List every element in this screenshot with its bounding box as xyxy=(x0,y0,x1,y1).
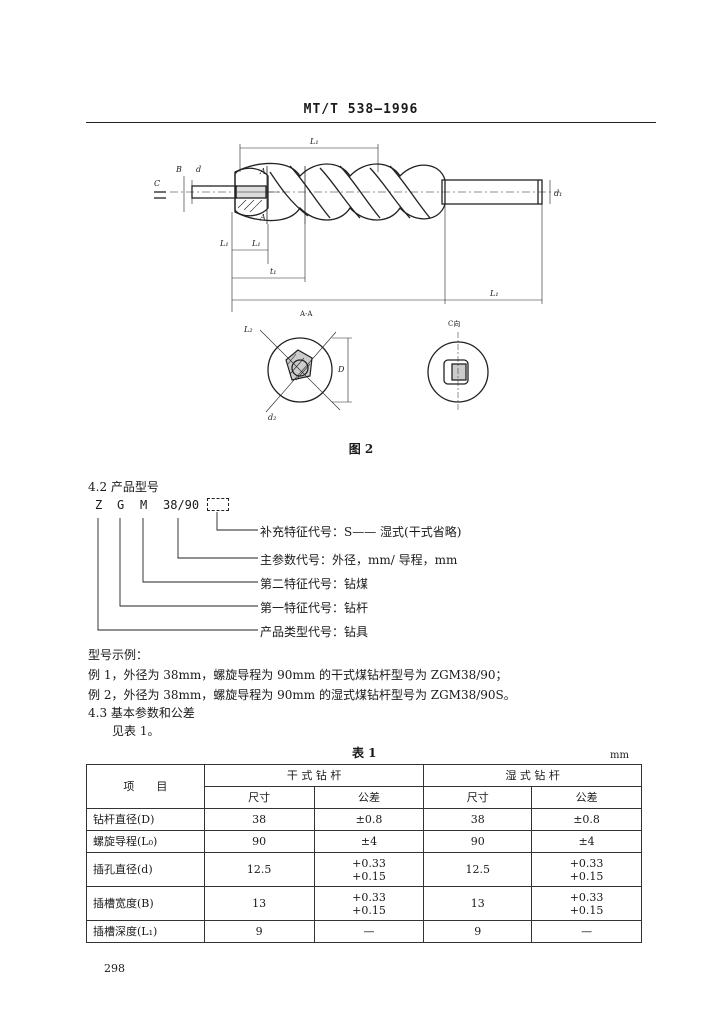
header-dry: 干 式 钻 杆 xyxy=(203,764,425,787)
section-aa-circle xyxy=(267,337,333,403)
row-item: 钻杆直径(D) xyxy=(86,808,205,831)
row-wet-tol: — xyxy=(531,920,642,943)
tol-upper: +0.33 xyxy=(569,856,604,870)
row-wet-size: 13 xyxy=(423,886,533,921)
tol-lower: +0.15 xyxy=(352,869,386,883)
example-1: 例 1，外径为 38mm，螺旋导程为 90mm 的干式煤钻杆型号为 ZGM38/… xyxy=(88,668,508,682)
header-wet: 湿 式 钻 杆 xyxy=(423,764,642,787)
table-row: 插孔直径(d) 12.5 +0.33+0.15 12.5 +0.33+0.15 xyxy=(86,852,642,887)
table-row: 插槽宽度(B) 13 +0.33+0.15 13 +0.33+0.15 xyxy=(86,886,642,921)
table-row: 螺旋导程(L₀) 90 ±4 90 ±4 xyxy=(86,830,642,853)
header-dry-size: 尺寸 xyxy=(203,786,315,809)
drill-rod-drawing: A A C B d L₁ L₁ L₁ t₁ L₁ d₁ A-A C向 D L₂ … xyxy=(154,137,562,422)
svg-text:C向: C向 xyxy=(448,319,460,328)
examples-title: 型号示例： xyxy=(88,648,149,662)
legend-main-param: 主参数代号：外径，mm/ 导程，mm xyxy=(260,553,458,567)
svg-text:B: B xyxy=(175,165,182,174)
parameter-table: 项 目 干 式 钻 杆 湿 式 钻 杆 尺寸 公差 尺寸 公差 钻杆直径(D) … xyxy=(86,764,642,943)
row-dry-tol: +0.33+0.15 xyxy=(313,886,425,921)
header-item: 项 目 xyxy=(86,764,205,809)
standard-number: MT/T 538—1996 xyxy=(303,102,419,117)
shank xyxy=(441,179,543,205)
tol-lower: +0.15 xyxy=(569,869,604,883)
svg-text:L₁: L₁ xyxy=(219,239,229,248)
header-rule xyxy=(86,122,656,123)
header-dry-tol: 公差 xyxy=(313,786,425,809)
svg-text:d: d xyxy=(196,165,201,174)
legend-second-feature: 第二特征代号：钻煤 xyxy=(260,577,369,591)
see-table-note: 见表 1。 xyxy=(112,724,160,738)
legend-product-type: 产品类型代号：钻具 xyxy=(260,625,369,639)
table-unit: mm xyxy=(610,750,629,761)
tol-lower: +0.15 xyxy=(569,903,604,917)
row-item: 插孔直径(d) xyxy=(86,852,205,887)
svg-text:d₁: d₁ xyxy=(554,189,562,198)
table-row: 钻杆直径(D) 38 ±0.8 38 ±0.8 xyxy=(86,808,642,831)
code-letter-g: G xyxy=(117,498,125,512)
row-wet-tol: ±4 xyxy=(531,830,642,853)
tol-upper: +0.33 xyxy=(352,856,386,870)
tol-upper: +0.33 xyxy=(569,890,604,904)
section-4-2-title: 4.2 产品型号 xyxy=(88,480,159,494)
svg-text:d₂: d₂ xyxy=(268,413,276,422)
svg-text:A: A xyxy=(259,213,266,222)
figure-caption: 图 2 xyxy=(348,442,374,456)
row-wet-tol: ±0.8 xyxy=(531,808,642,831)
row-wet-size: 90 xyxy=(423,830,533,853)
row-dry-size: 13 xyxy=(203,886,315,921)
row-item: 插槽宽度(B) xyxy=(86,886,205,921)
svg-text:C: C xyxy=(154,179,160,188)
svg-text:L₁: L₁ xyxy=(489,289,499,298)
row-wet-tol: +0.33+0.15 xyxy=(531,886,642,921)
row-dry-size: 38 xyxy=(203,808,315,831)
header-wet-size: 尺寸 xyxy=(423,786,533,809)
svg-text:A: A xyxy=(259,167,266,176)
legend-supplement: 补充特征代号：S—— 湿式(干式省略) xyxy=(260,525,462,539)
tol-lower: +0.15 xyxy=(352,903,386,917)
row-dry-tol: +0.33+0.15 xyxy=(313,852,425,887)
row-wet-size: 9 xyxy=(423,920,533,943)
svg-text:L₁: L₁ xyxy=(309,137,319,146)
tol-upper: +0.33 xyxy=(352,890,386,904)
svg-text:D: D xyxy=(337,365,345,374)
row-item: 螺旋导程(L₀) xyxy=(86,830,205,853)
svg-text:A-A: A-A xyxy=(299,310,313,318)
row-item: 插槽深度(L₁) xyxy=(86,920,205,943)
row-dry-size: 12.5 xyxy=(203,852,315,887)
row-wet-tol: +0.33+0.15 xyxy=(531,852,642,887)
section-4-3-title: 4.3 基本参数和公差 xyxy=(88,706,195,720)
svg-text:L₁: L₁ xyxy=(251,239,261,248)
example-2: 例 2，外径为 38mm，螺旋导程为 90mm 的湿式煤钻杆型号为 ZGM38/… xyxy=(88,688,516,702)
page-number: 298 xyxy=(104,962,125,975)
svg-text:L₂: L₂ xyxy=(243,325,253,334)
row-wet-size: 12.5 xyxy=(423,852,533,887)
code-letter-m: M xyxy=(140,498,148,512)
code-leader-lines xyxy=(97,512,258,631)
row-wet-size: 38 xyxy=(423,808,533,831)
header-wet-tol: 公差 xyxy=(531,786,642,809)
row-dry-tol: ±4 xyxy=(313,830,425,853)
code-main-param: 38/90 xyxy=(163,498,200,512)
row-dry-size: 9 xyxy=(203,920,315,943)
row-dry-tol: — xyxy=(313,920,425,943)
svg-text:t₁: t₁ xyxy=(270,267,276,276)
code-letter-z: Z xyxy=(95,498,103,512)
table-title: 表 1 xyxy=(352,746,377,760)
row-dry-size: 90 xyxy=(203,830,315,853)
table-row: 插槽深度(L₁) 9 — 9 — xyxy=(86,920,642,943)
row-dry-tol: ±0.8 xyxy=(313,808,425,831)
supplement-code-box xyxy=(207,498,229,511)
legend-first-feature: 第一特征代号：钻杆 xyxy=(260,601,369,615)
